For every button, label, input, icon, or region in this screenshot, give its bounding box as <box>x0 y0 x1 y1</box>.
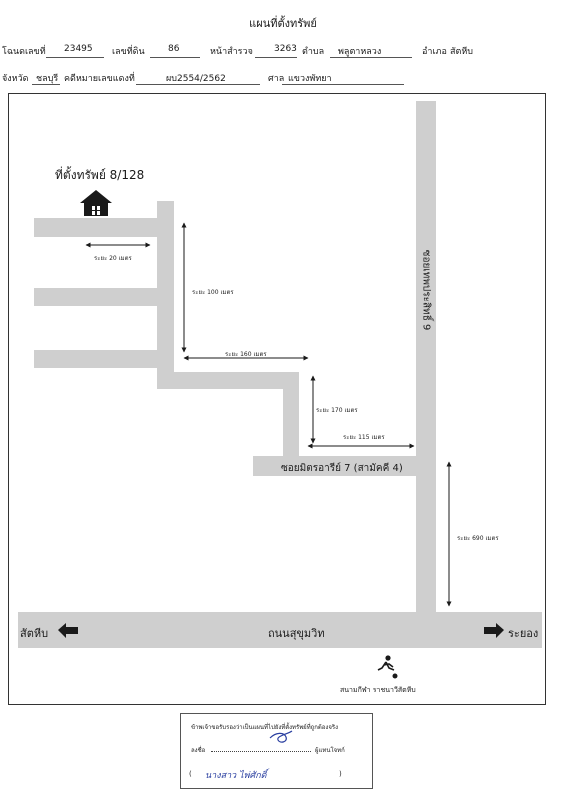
soi-road <box>253 456 436 476</box>
deed-label: โฉนดเลขที่ <box>2 47 46 57</box>
underline <box>32 84 60 85</box>
sign-label: ลงชื่อ <box>191 747 206 754</box>
signer-name: นางสาว ไพ่ศักดิ์ <box>205 771 267 781</box>
court-value: แขวงพัทยา <box>288 74 332 84</box>
certification-statement: ข้าพเจ้าขอรับรองว่าเป็นแผนที่ไปยังที่ตั้… <box>191 724 339 731</box>
land-no-label: เลขที่ดิน <box>112 47 145 57</box>
side-lane <box>34 350 174 368</box>
case-label: คดีหมายเลขแดงที่ <box>64 74 135 84</box>
signature-scribble <box>269 730 293 743</box>
underline <box>150 57 200 58</box>
access-road-segment <box>157 201 174 389</box>
signature-line <box>211 751 311 752</box>
property-lane <box>34 218 174 237</box>
survey-value: 3263 <box>274 44 297 54</box>
certification-box: ข้าพเจ้าขอรับรองว่าเป็นแผนที่ไปยังที่ตั้… <box>180 713 373 789</box>
left-direction-label: สัตหีบ <box>20 627 49 640</box>
subdistrict-value: พลูตาหลวง <box>338 47 382 57</box>
map-frame <box>8 93 546 705</box>
province-value: ชลบุรี <box>36 74 59 84</box>
district-label: อำเภอ <box>422 47 447 57</box>
dist-20-label: ระยะ 20 เมตร <box>94 255 132 262</box>
main-road-label: ถนนสุขุมวิท <box>268 627 325 640</box>
deed-value: 23495 <box>64 44 93 54</box>
underline <box>46 57 104 58</box>
right-direction-label: ระยอง <box>508 627 539 640</box>
claimant-label: ผู้แทนโจทก์ <box>315 747 345 754</box>
dist-100-label: ระยะ 100 เมตร <box>192 289 234 296</box>
survey-label: หน้าสำรวจ <box>210 47 253 57</box>
district-value: สัตหีบ <box>450 47 473 57</box>
underline <box>330 57 412 58</box>
soi-name-label: ซอยมิตรอารีย์ 7 (สามัคคี 4) <box>281 463 403 474</box>
landmark-label: สนามกีฬา ราชนาวีสัตหีบ <box>340 686 416 694</box>
court-label: ศาล <box>268 74 285 84</box>
access-road-segment <box>157 372 299 389</box>
land-no-value: 86 <box>168 44 180 54</box>
access-road-segment <box>283 372 299 458</box>
main-road <box>18 612 542 648</box>
page-title: แผนที่ตั้งทรัพย์ <box>249 17 317 30</box>
vertical-road <box>416 101 436 613</box>
underline <box>255 57 297 58</box>
close-paren: ) <box>339 770 342 778</box>
subdistrict-label: ตำบล <box>302 47 325 57</box>
province-label: จังหวัด <box>2 74 29 84</box>
dist-160-label: ระยะ 160 เมตร <box>225 351 267 358</box>
underline <box>136 84 260 85</box>
underline <box>282 84 404 85</box>
dist-690-label: ระยะ 690 เมตร <box>457 535 499 542</box>
property-label: ที่ตั้งทรัพย์ 8/128 <box>55 168 145 182</box>
dist-115-label: ระยะ 115 เมตร <box>343 434 385 441</box>
case-value: ผบ2554/2562 <box>166 74 226 84</box>
dist-170-label: ระยะ 170 เมตร <box>316 407 358 414</box>
vertical-road-label: ซอยเทพประสิทธิ์ 9 <box>420 249 432 331</box>
side-lane <box>34 288 174 306</box>
open-paren: ( <box>189 770 192 778</box>
